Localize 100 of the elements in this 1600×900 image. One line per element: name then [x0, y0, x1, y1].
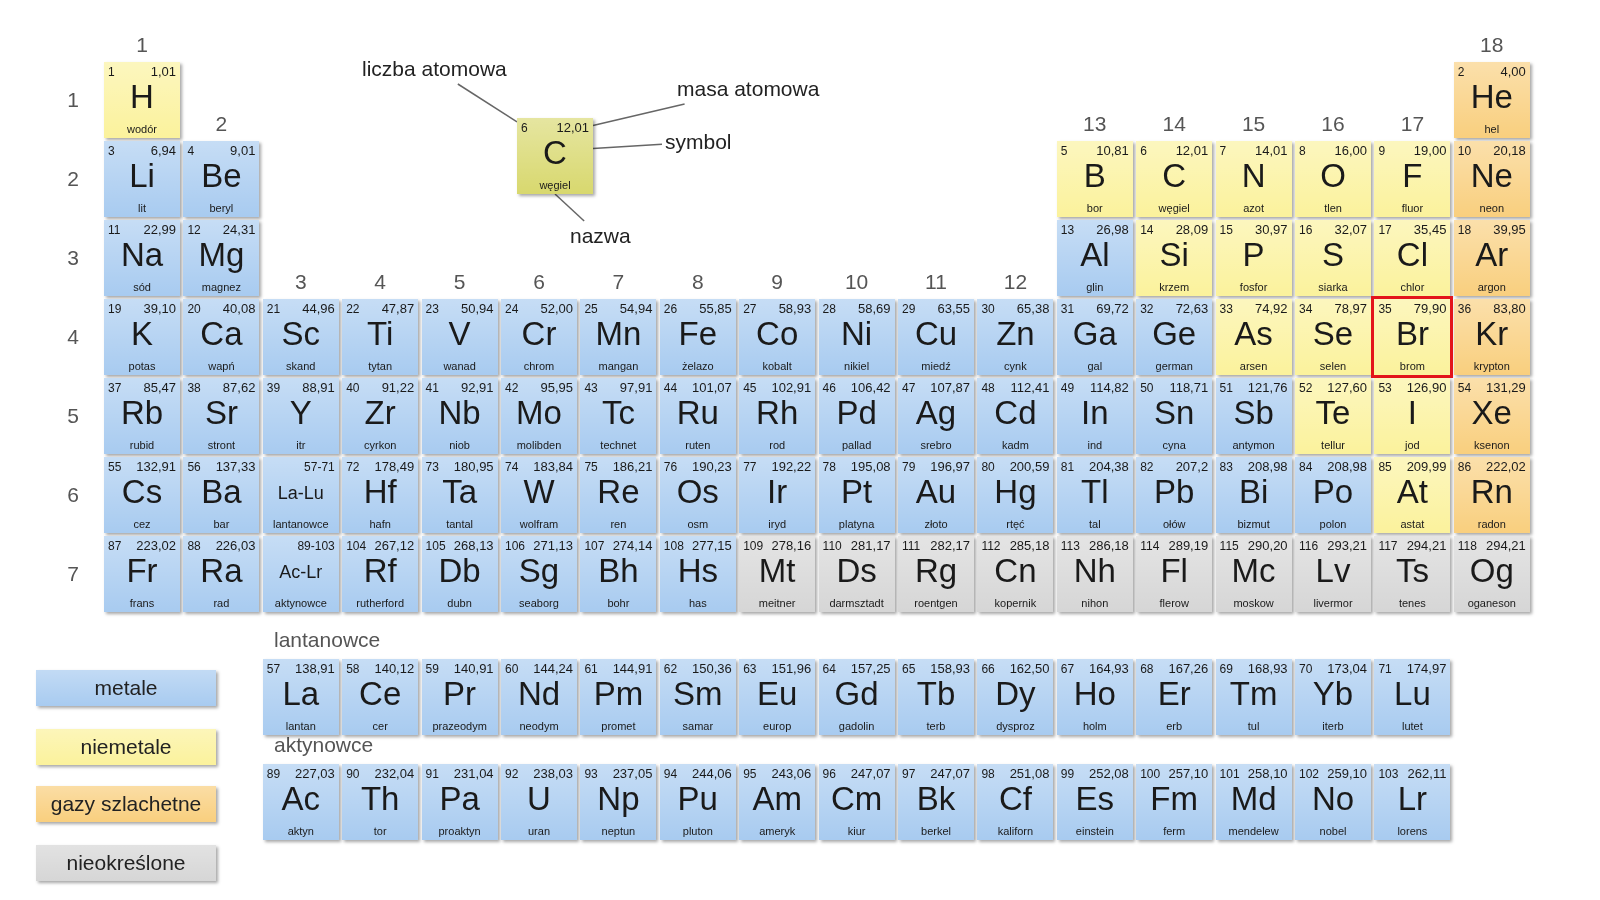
atomic-mass: 267,12 [374, 538, 415, 553]
element-cell [421, 457, 498, 533]
element-symbol: Dy [994, 676, 1037, 713]
element-name: chlor [1399, 281, 1426, 293]
atomic-mass: 180,95 [453, 459, 494, 474]
element-cell [1136, 659, 1213, 735]
element-name: einstein [1074, 825, 1115, 837]
element-name: aktynowce [273, 597, 328, 609]
element-cell [1136, 378, 1213, 454]
element-symbol: Ca [199, 316, 244, 353]
atomic-mass: 47,87 [381, 301, 415, 316]
element-cell [1453, 378, 1530, 454]
element-symbol: Mo [515, 395, 563, 432]
element-name: lantanowce [271, 518, 330, 530]
element-name: roentgen [913, 597, 959, 609]
element-symbol: F [1401, 158, 1424, 195]
element-cell [898, 659, 974, 735]
atomic-mass: 207,2 [1175, 459, 1209, 474]
group-number: 17 [1400, 112, 1425, 136]
element-symbol: Li [128, 158, 156, 195]
element-cell [580, 378, 657, 454]
element-cell [1295, 764, 1371, 840]
atomic-mass: 140,91 [453, 661, 494, 676]
element-symbol: Cf [997, 781, 1033, 818]
element-cell [739, 457, 816, 533]
element-name: wanad [442, 360, 477, 372]
element-cell [501, 764, 577, 840]
atomic-number: 118 [1457, 539, 1477, 553]
legend-item: nieokreślone [36, 845, 216, 881]
element-symbol: S [1321, 237, 1345, 274]
atomic-number: 10 [1457, 144, 1472, 158]
atomic-mass: 85,47 [143, 380, 176, 395]
element-symbol: Kr [1474, 316, 1510, 353]
element-cell [1374, 299, 1451, 375]
element-cell [580, 659, 657, 735]
element-cell [104, 62, 180, 138]
element-name: gal [1086, 360, 1104, 372]
element-cell [977, 764, 1054, 840]
atomic-mass: 83,80 [1493, 301, 1526, 316]
atomic-number: 68 [1140, 662, 1154, 676]
atomic-number: 19 [108, 302, 122, 316]
group-number: 14 [1162, 112, 1186, 136]
atomic-mass: 262,11 [1407, 766, 1447, 781]
element-name: krzem [1158, 281, 1191, 293]
atomic-number: 99 [1060, 767, 1075, 781]
element-cell [1295, 378, 1371, 454]
element-cell [1295, 659, 1371, 735]
legend-item: niemetale [36, 729, 216, 765]
atomic-number: 55 [108, 460, 122, 474]
element-symbol: Cn [993, 553, 1038, 590]
element-cell [1295, 536, 1371, 612]
element-cell [421, 659, 498, 735]
leader-line [592, 103, 686, 127]
atomic-mass: 271,13 [533, 538, 573, 553]
element-name: pluton [681, 825, 714, 837]
element-cell [1374, 764, 1451, 840]
atomic-mass: 247,07 [850, 766, 891, 781]
element-cell [262, 378, 339, 454]
period-number: 4 [67, 325, 79, 349]
atomic-number: 23 [425, 302, 439, 316]
atomic-mass: 252,08 [1089, 766, 1129, 781]
element-name: promet [600, 720, 637, 732]
element-name: rutherford [355, 597, 406, 609]
element-name: siarka [1317, 281, 1349, 293]
element-name: bor [1085, 202, 1104, 214]
atomic-mass: 87,62 [222, 380, 256, 395]
atomic-number: 69 [1219, 662, 1233, 676]
element-name: tor [372, 825, 388, 837]
element-cell [739, 299, 816, 375]
element-symbol: Nh [1072, 553, 1117, 590]
element-symbol: Ru [675, 395, 720, 432]
atomic-number: 101 [1219, 767, 1240, 781]
element-name: itr [295, 439, 307, 451]
atomic-number: 114 [1140, 539, 1160, 553]
atomic-mass: 137,33 [215, 459, 256, 474]
atomic-number: 3 [108, 144, 115, 158]
atomic-number: 22 [346, 302, 360, 316]
atomic-number: 103 [1378, 767, 1399, 781]
element-cell [1056, 378, 1133, 454]
element-cell [342, 764, 419, 840]
element-symbol: Zr [363, 395, 397, 432]
element-name: tantal [445, 518, 475, 530]
atomic-number: 40 [346, 381, 360, 395]
element-symbol: Pb [1153, 474, 1196, 511]
element-name: żelazo [680, 360, 715, 372]
element-name: flerow [1158, 597, 1190, 609]
element-symbol: No [1310, 781, 1356, 818]
element-name: arsen [1238, 360, 1269, 372]
element-cell [1136, 220, 1213, 296]
atomic-number: 77 [743, 460, 757, 474]
atomic-mass: 274,14 [612, 538, 653, 553]
element-symbol: B [1082, 158, 1107, 195]
element-name: technet [599, 439, 638, 451]
element-name: skand [285, 360, 317, 372]
atomic-mass: 101,07 [692, 380, 732, 395]
atomic-number: 31 [1060, 302, 1075, 316]
atomic-number: 111 [902, 539, 921, 553]
element-symbol: Hs [676, 553, 719, 590]
element-symbol: Si [1158, 237, 1190, 274]
element-cell [183, 536, 260, 612]
